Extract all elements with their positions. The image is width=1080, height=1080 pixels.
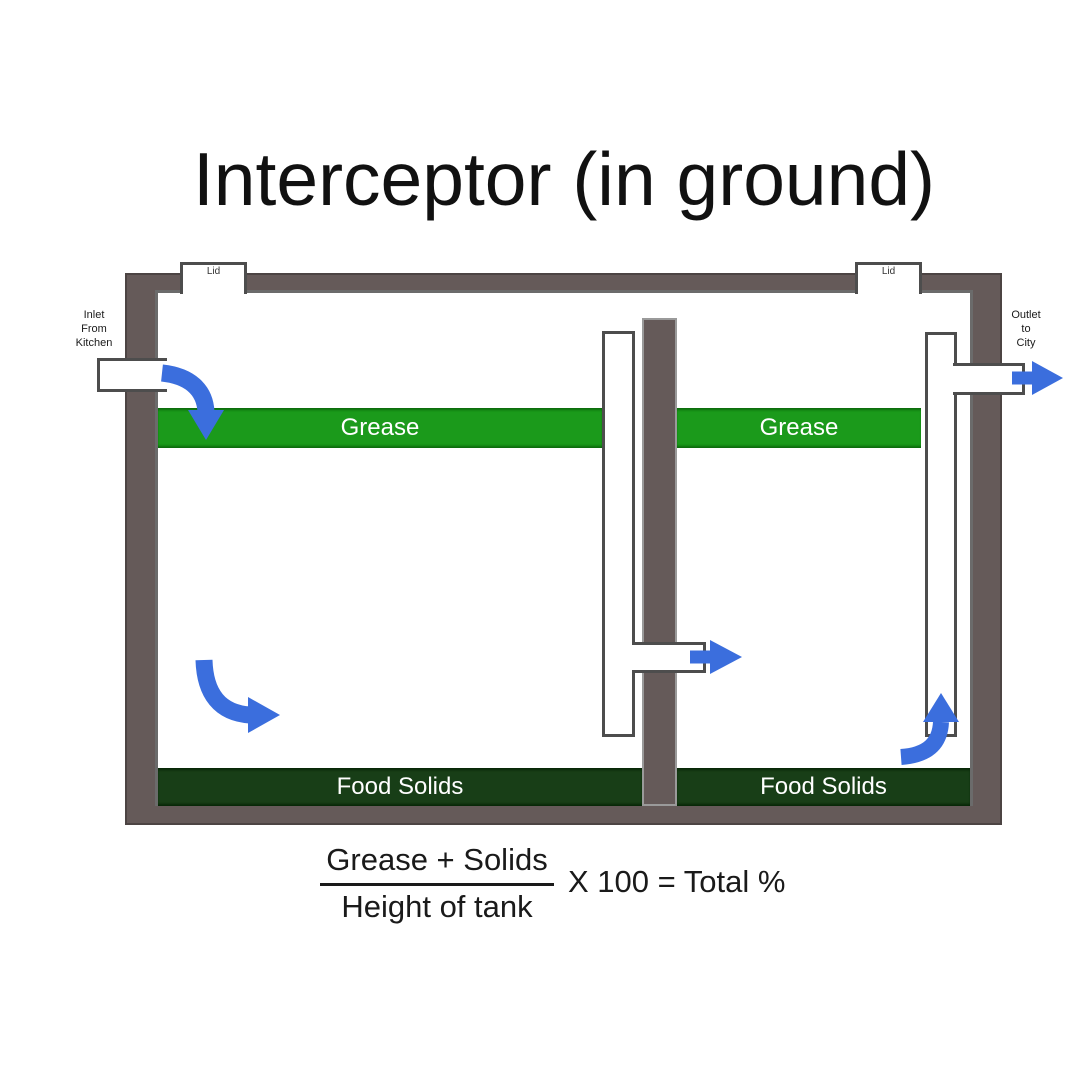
inlet-label-line1: Inlet [83,309,105,321]
outlet-pipe [953,363,1025,395]
formula-numerator: Grease + Solids [326,842,548,877]
divider-wall [642,318,677,806]
baffle-pipe [602,331,635,737]
formula-denominator: Height of tank [341,889,533,924]
grease-layer-left: Grease [158,408,602,448]
inlet-label-line3: Kitchen [75,337,113,349]
outlet-label-line2: to [1021,323,1031,335]
page-title: Interceptor (in ground) [192,137,936,221]
outlet-riser-pipe [925,332,957,737]
lid-right: Lid [855,262,922,294]
formula-suffix: X 100 = Total % [568,864,786,899]
food-solids-label-right: Food Solids [760,773,887,800]
inlet-label: Inlet From Kitchen [59,308,129,350]
lid-left-label: Lid [206,266,221,277]
lid-right-label: Lid [881,266,896,277]
formula-fraction-bar [320,883,554,886]
food-solids-layer-left: Food Solids [158,768,642,806]
crossover-pipe [632,642,706,673]
outlet-label-line1: Outlet [1011,309,1041,321]
inlet-pipe [97,358,167,392]
grease-layer-right: Grease [677,408,921,448]
grease-label-right: Grease [759,414,839,441]
food-solids-layer-right: Food Solids [677,768,970,806]
food-solids-label-left: Food Solids [336,773,464,800]
inlet-label-line2: From [81,323,107,335]
grease-label-left: Grease [340,414,420,441]
lid-left: Lid [180,262,247,294]
outlet-label: Outlet to City [991,308,1061,350]
tank-interior [155,290,973,806]
outlet-label-line3: City [1016,337,1036,349]
